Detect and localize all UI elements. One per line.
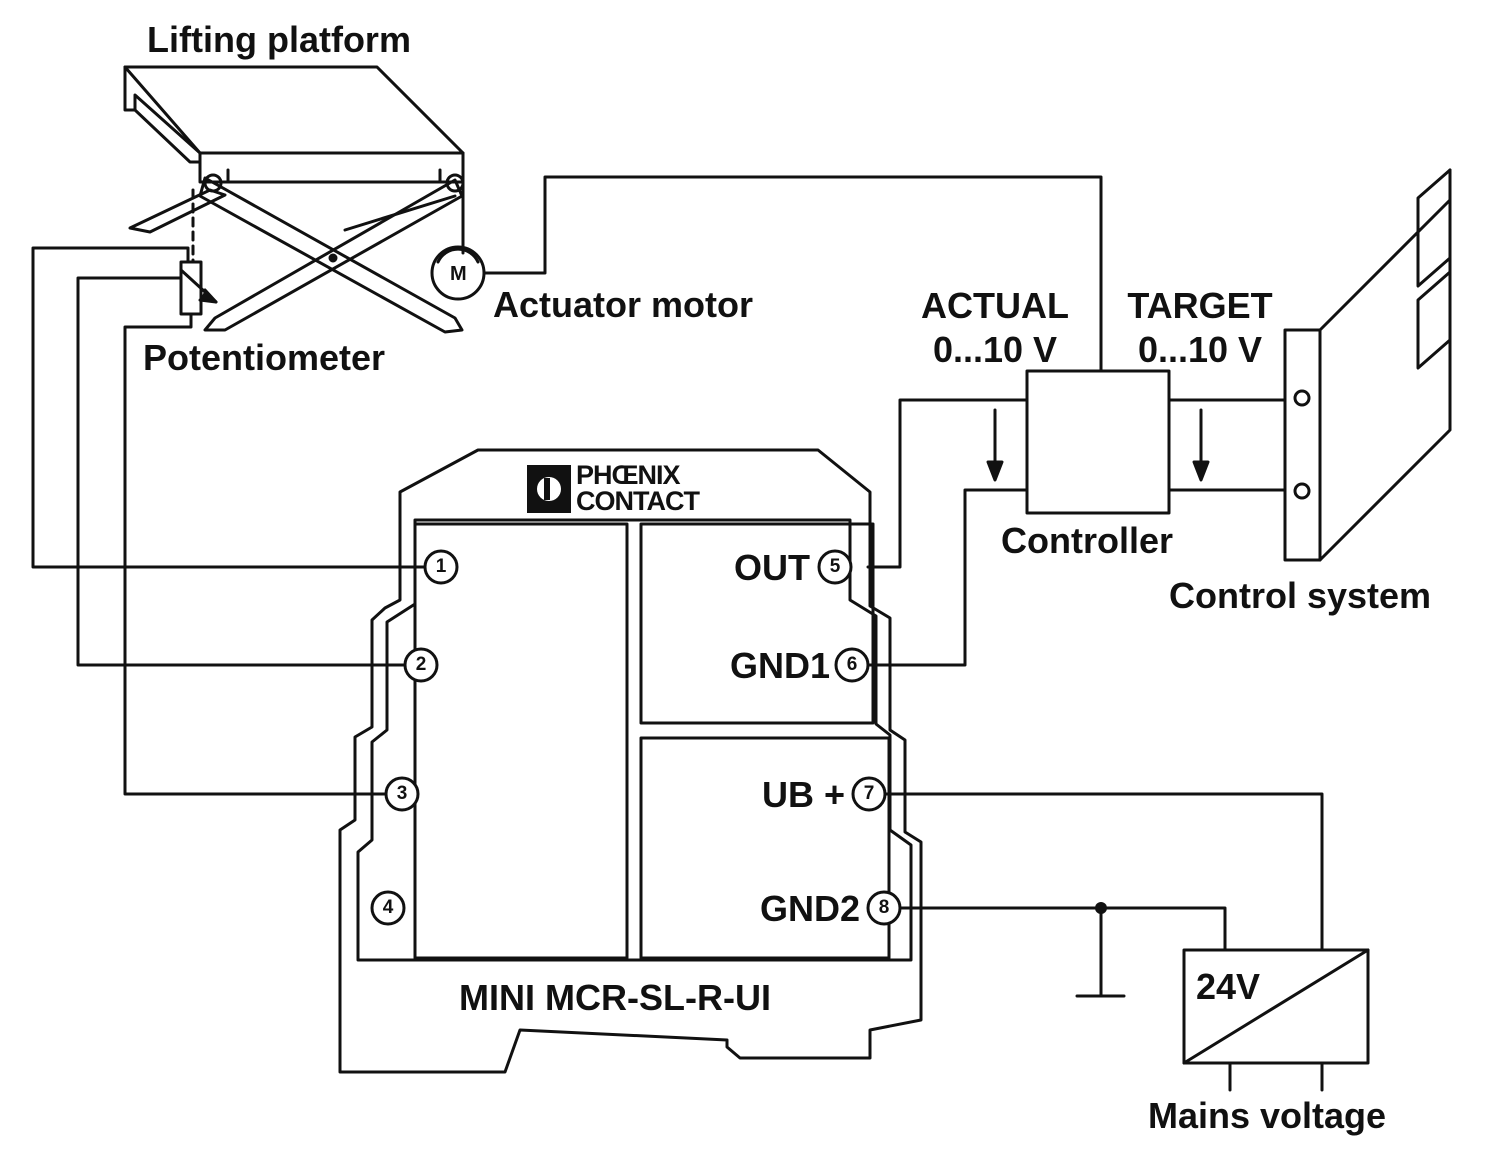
terminal-label-gnd1: GND1 (729, 645, 830, 686)
control-system-drawing (1283, 168, 1452, 562)
terminal-4: 4 (382, 897, 394, 918)
signal-arrows (986, 408, 1210, 482)
label-lifting-platform: Lifting platform (147, 19, 411, 60)
lifting-platform-drawing (123, 65, 465, 334)
terminal-5: 5 (829, 556, 841, 577)
terminal-label-gnd2: GND2 (759, 888, 860, 929)
terminal-8: 8 (878, 897, 890, 918)
terminal-2: 2 (415, 654, 427, 675)
terminal-3: 3 (396, 783, 408, 804)
terminal-label-out: OUT (734, 547, 810, 588)
terminal-label-ubplus: UB + (761, 774, 845, 815)
potentiometer-symbol (179, 260, 218, 316)
terminal-7: 7 (863, 783, 875, 804)
label-mains-voltage: Mains voltage (1148, 1095, 1387, 1136)
logo-text-contact: CONTACT (576, 486, 700, 516)
label-actuator-motor: Actuator motor (493, 284, 753, 325)
label-actual: ACTUAL (921, 285, 1069, 326)
terminal-circles (370, 549, 902, 926)
controller-box (1025, 369, 1171, 515)
label-target: TARGET (1127, 285, 1273, 326)
terminal-1: 1 (435, 556, 447, 577)
power-supply-24v (1182, 948, 1370, 1092)
module-housing (338, 448, 923, 1074)
label-module-name: MINI MCR-SL-R-UI (459, 977, 771, 1018)
label-24v: 24V (1196, 966, 1261, 1007)
label-control-system: Control system (1169, 575, 1432, 616)
ground-symbol (1075, 902, 1126, 998)
label-controller: Controller (1001, 520, 1174, 561)
logo-text-phoenix: PHŒNIX (576, 460, 681, 490)
wires (31, 175, 1324, 952)
label-potentiometer: Potentiometer (143, 337, 386, 378)
phoenix-contact-logo (527, 465, 571, 513)
label-actual-range: 0...10 V (932, 329, 1058, 370)
motor-symbol-letter: M (450, 263, 467, 285)
terminal-6: 6 (846, 654, 858, 675)
label-target-range: 0...10 V (1137, 329, 1263, 370)
